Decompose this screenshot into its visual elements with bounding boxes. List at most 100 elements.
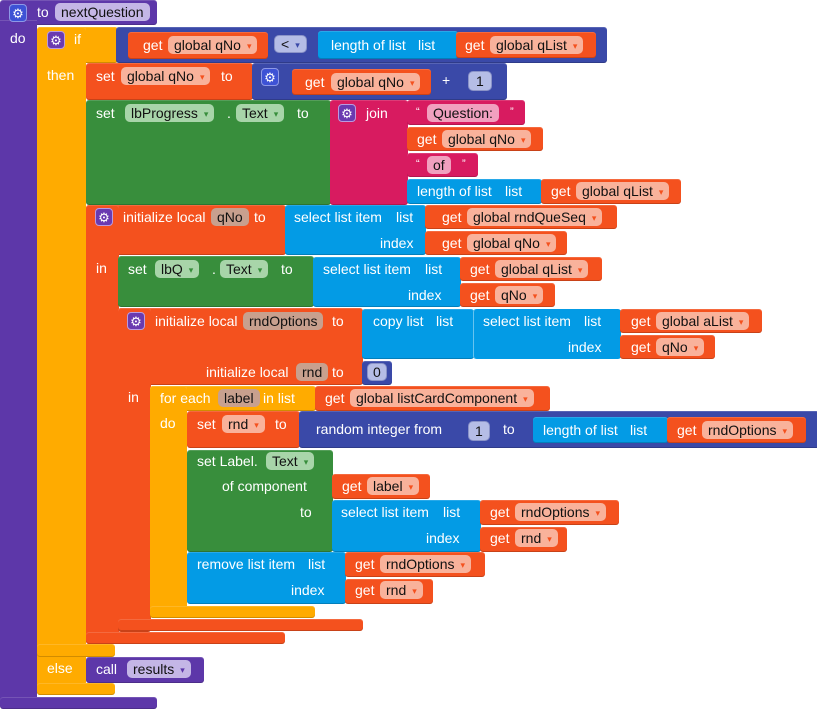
variable-name: global qList — [501, 261, 572, 277]
index-label: index — [291, 582, 325, 598]
property-dropdown[interactable]: Text ▾ — [220, 260, 269, 278]
gear-icon[interactable]: ⚙ — [338, 104, 356, 122]
variable-dropdown[interactable]: rnd▾ — [222, 415, 265, 433]
local-variable-name[interactable]: rndOptions — [243, 312, 324, 330]
variable-dropdown[interactable]: qNo▾ — [495, 286, 544, 304]
get-label: get — [342, 478, 362, 494]
dropdown-arrow-icon: ▾ — [738, 317, 744, 327]
to-label: to — [281, 261, 293, 277]
component-dropdown[interactable]: lbProgress▾ — [125, 104, 215, 122]
variable-name: rnd — [228, 416, 249, 432]
procedure-dropdown[interactable]: results▾ — [127, 660, 191, 678]
property-dropdown[interactable]: Text▾ — [266, 452, 315, 470]
select-list-item-label: select list item — [323, 261, 411, 277]
gear-icon[interactable]: ⚙ — [95, 208, 113, 226]
set-property-block[interactable] — [118, 256, 314, 307]
text-field[interactable]: Question: — [427, 104, 499, 122]
variable-name: rndOptions — [521, 504, 590, 520]
local-variable-name[interactable]: qNo — [211, 208, 249, 226]
get-label: get — [143, 37, 163, 53]
else-label: else — [47, 660, 73, 676]
close-quote: ” — [462, 158, 466, 170]
property-name: Text — [272, 453, 298, 469]
variable-dropdown[interactable]: global listCardComponent▾ — [350, 389, 534, 407]
variable-dropdown[interactable]: rndOptions▾ — [515, 503, 607, 521]
get-label: get — [355, 556, 375, 572]
variable-dropdown[interactable]: global qList▾ — [576, 182, 670, 200]
select-list-item-label: select list item — [341, 504, 429, 520]
select-list-item-block[interactable] — [473, 309, 621, 359]
set-label: set Label. — [197, 453, 258, 469]
variable-name: global aList — [662, 313, 733, 329]
component-dropdown[interactable]: lbQ▾ — [155, 260, 200, 278]
variable-dropdown[interactable]: global qNo▾ — [168, 36, 258, 54]
set-label: set — [96, 105, 115, 121]
variable-dropdown[interactable]: global rndQueSeq▾ — [467, 208, 603, 226]
index-label: index — [426, 530, 460, 546]
to-label: to — [300, 504, 312, 520]
local-variable-name[interactable]: rnd — [296, 363, 329, 381]
get-label: get — [551, 183, 571, 199]
then-label: then — [47, 67, 75, 83]
plus-operator: + — [442, 72, 451, 88]
in-label: in — [128, 389, 139, 405]
length-of-list-block[interactable] — [533, 417, 668, 443]
dropdown-arrow-icon: ▾ — [782, 426, 788, 436]
select-list-item-block[interactable] — [332, 500, 481, 552]
dropdown-arrow-icon: ▾ — [577, 265, 583, 275]
variable-name: rnd — [521, 530, 542, 546]
dropdown-arrow-icon: ▾ — [273, 109, 279, 119]
list-label: list — [436, 313, 454, 329]
number-field[interactable]: 0 — [367, 363, 387, 381]
gear-icon[interactable]: ⚙ — [47, 31, 65, 49]
initialize-local-body — [118, 308, 151, 632]
variable-dropdown[interactable]: global qNo▾ — [467, 234, 557, 252]
in-list-label: in list — [263, 390, 295, 406]
select-list-item-block[interactable] — [285, 205, 426, 255]
variable-dropdown[interactable]: rndOptions▾ — [380, 555, 472, 573]
variable-name: global qNo — [337, 74, 404, 90]
remove-list-item-block[interactable] — [187, 552, 346, 604]
variable-dropdown[interactable]: global qList ▾ — [495, 260, 589, 278]
to-label: to — [254, 209, 266, 225]
if-block-body — [37, 27, 86, 695]
variable-dropdown[interactable]: rnd▾ — [515, 529, 558, 547]
copy-list-block[interactable] — [362, 309, 474, 359]
variable-dropdown[interactable]: global qList▾ — [490, 36, 584, 54]
variable-dropdown[interactable]: rndOptions▾ — [702, 421, 794, 439]
variable-name: qNo — [662, 339, 688, 355]
join-label: join — [366, 105, 388, 121]
number-field[interactable]: 1 — [468, 71, 492, 91]
list-label: list — [584, 313, 602, 329]
property-name: Text — [226, 261, 252, 277]
random-integer-label: random integer from — [316, 421, 443, 437]
gear-icon[interactable]: ⚙ — [9, 4, 27, 22]
gear-icon[interactable]: ⚙ — [261, 68, 279, 86]
get-label: get — [470, 261, 490, 277]
variable-dropdown[interactable]: rnd▾ — [380, 581, 423, 599]
property-dropdown[interactable]: Text▾ — [236, 104, 285, 122]
dropdown-arrow-icon: ▾ — [257, 265, 263, 275]
variable-dropdown[interactable]: qNo▾ — [656, 338, 705, 356]
of-component-label: of component — [222, 478, 307, 494]
length-of-list-block[interactable] — [318, 31, 458, 59]
text-field[interactable]: of — [427, 156, 451, 174]
loop-variable-name[interactable]: label — [218, 389, 260, 407]
dropdown-arrow-icon: ▾ — [409, 78, 415, 88]
variable-name: global qNo — [448, 131, 515, 147]
initialize-local-body — [86, 205, 119, 644]
variable-dropdown[interactable]: label▾ — [367, 477, 420, 495]
number-field[interactable]: 1 — [468, 421, 490, 441]
variable-dropdown[interactable]: global qNo ▾ — [331, 73, 421, 91]
select-list-item-block[interactable] — [313, 257, 461, 307]
variable-dropdown[interactable]: global qNo▾ — [442, 130, 532, 148]
variable-dropdown[interactable]: global qNo▾ — [121, 67, 211, 85]
operator-dropdown[interactable]: <▾ — [274, 35, 307, 53]
variable-dropdown[interactable]: global aList ▾ — [656, 312, 750, 330]
dropdown-arrow-icon: ▾ — [545, 239, 551, 249]
gear-icon[interactable]: ⚙ — [127, 312, 145, 330]
to-label: to — [332, 364, 344, 380]
initialize-local-block[interactable] — [86, 205, 286, 255]
length-of-list-block[interactable] — [407, 179, 542, 204]
procedure-name-field[interactable]: nextQuestion — [55, 3, 150, 21]
